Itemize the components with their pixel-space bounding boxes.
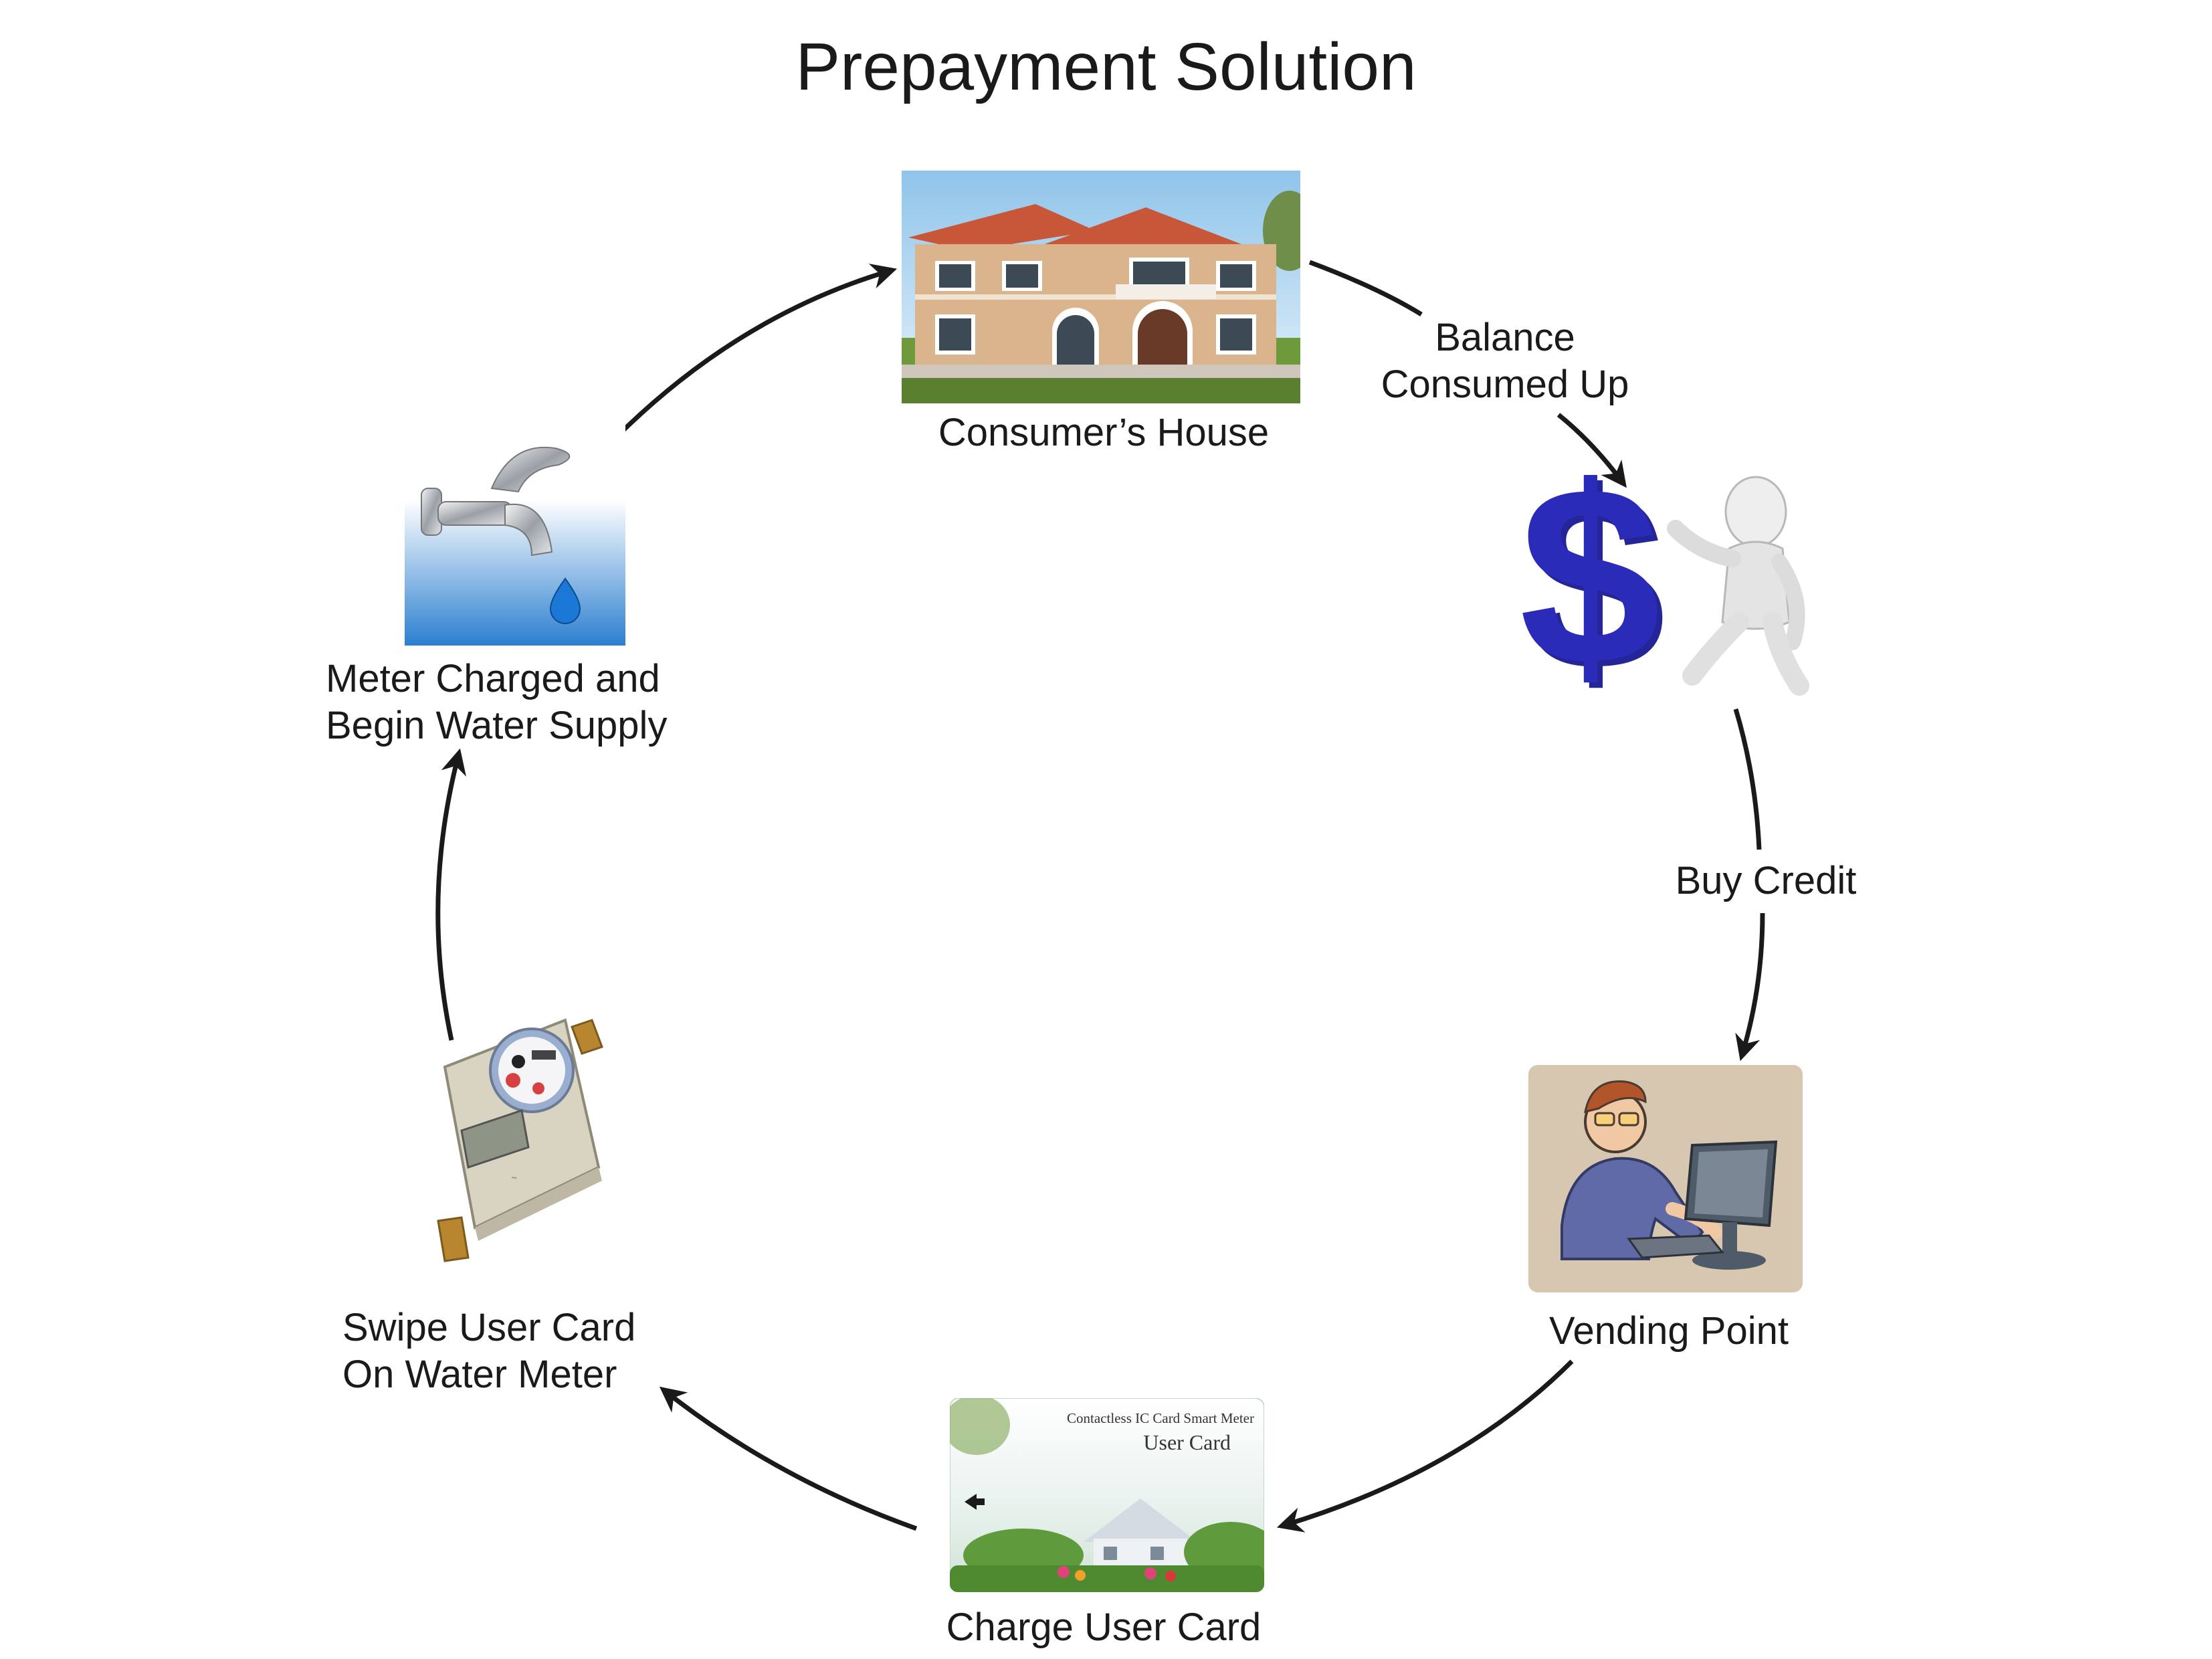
label-balance-consumed-up: Balance Consumed Up xyxy=(1381,316,1629,406)
arrow-meter-to-tap xyxy=(435,748,466,1041)
arrow-buy-to-vending xyxy=(1735,912,1765,1062)
label-buy-credit: Buy Credit xyxy=(1675,859,1857,902)
svg-text:$: $ xyxy=(1519,468,1660,709)
user-card-image: Contactless IC Card Smart Meter User Car… xyxy=(950,1398,1264,1592)
arrow-card-to-meter xyxy=(659,1386,918,1531)
arrow-house-to-dollar-top xyxy=(1308,260,1423,316)
svg-text:$: $ xyxy=(1524,468,1666,709)
dollar-figure-icon: $ $ xyxy=(1519,468,1809,709)
diagram-title: Prepayment Solution xyxy=(795,29,1417,104)
svg-text:~: ~ xyxy=(512,1173,517,1183)
water-meter-icon: ~ xyxy=(437,1018,603,1262)
arrow-house-to-dollar-bottom xyxy=(1556,413,1627,488)
label-vending-point: Vending Point xyxy=(1549,1309,1789,1353)
card-subtitle-text: User Card xyxy=(1143,1430,1231,1454)
house-photo xyxy=(902,171,1300,403)
arrow-tap-to-house xyxy=(620,264,898,433)
arrow-dollar-to-buy xyxy=(1733,708,1762,850)
label-charge-user-card: Charge User Card xyxy=(946,1605,1262,1649)
label-consumers-house: Consumer’s House xyxy=(938,411,1270,454)
man-at-computer-icon xyxy=(1528,1065,1803,1292)
arrow-vending-to-card xyxy=(1276,1359,1574,1533)
label-swipe-user-card: Swipe User Card On Water Meter xyxy=(342,1306,636,1396)
card-title-text: Contactless IC Card Smart Meter xyxy=(1067,1410,1254,1426)
water-tap-icon xyxy=(405,421,625,646)
label-meter-charged: Meter Charged and Begin Water Supply xyxy=(326,657,668,747)
